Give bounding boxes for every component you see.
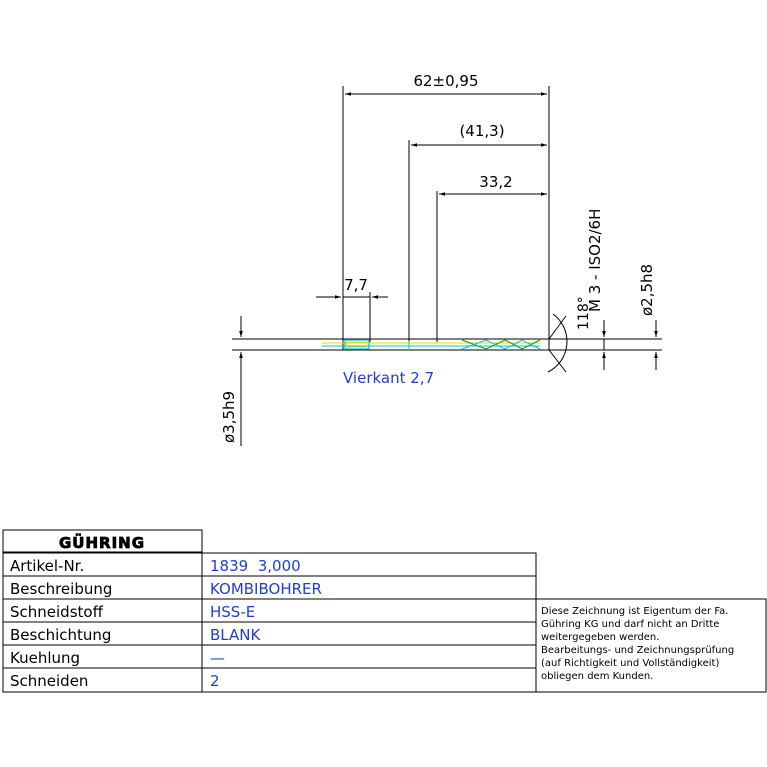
- value-artikel: 1839 3,000: [210, 557, 301, 575]
- dimension-total-label: 62±0,95: [413, 72, 478, 90]
- value-schneidstoff: HSS-E: [210, 603, 255, 621]
- note-line-2: Gühring KG und darf nicht an Dritte: [541, 619, 719, 630]
- label-schneiden: Schneiden: [10, 672, 88, 690]
- vierkant-label: Vierkant 2,7: [343, 369, 434, 387]
- note-line-5: (auf Richtigkeit und Vollständigkeit): [541, 658, 719, 669]
- title-labels: Artikel-Nr. Beschreibung Schneidstoff Be…: [10, 557, 112, 690]
- dimension-332: [436, 191, 547, 342]
- value-beschreibung: KOMBIBOHRER: [210, 580, 322, 598]
- dimension-small-diameter: [602, 320, 658, 370]
- value-beschichtung: BLANK: [210, 626, 261, 644]
- dimension-332-label: 33,2: [479, 173, 512, 191]
- thread-label: M 3 - ISO2/6H: [586, 209, 604, 312]
- label-beschichtung: Beschichtung: [10, 626, 111, 644]
- dimension-total-length: [342, 86, 550, 342]
- title-values: 1839 3,000 KOMBIBOHRER HSS-E BLANK — 2: [210, 557, 322, 690]
- dimension-413-label: (41,3): [459, 122, 504, 140]
- note-line-6: obliegen dem Kunden.: [541, 671, 653, 682]
- label-beschreibung: Beschreibung: [10, 580, 112, 598]
- label-artikel: Artikel-Nr.: [10, 557, 84, 575]
- guehring-logo: GÜHRING: [59, 533, 145, 552]
- drill-body: [232, 313, 662, 373]
- note-line-4: Bearbeitungs- und Zeichnungsprüfung: [541, 645, 734, 656]
- dimension-77-label: 7,7: [344, 276, 368, 294]
- note-line-3: weitergegeben werden.: [541, 632, 659, 643]
- angle-label: 118°: [576, 296, 592, 330]
- value-schneiden: 2: [210, 672, 220, 690]
- value-kuehlung: —: [210, 649, 225, 667]
- dimension-413: [408, 140, 547, 342]
- title-block: [2, 529, 767, 693]
- small-diameter-label: ø2,5h8: [638, 264, 656, 316]
- label-kuehlung: Kuehlung: [10, 649, 80, 667]
- note-line-1: Diese Zeichnung ist Eigentum der Fa.: [541, 606, 728, 617]
- ownership-note: Diese Zeichnung ist Eigentum der Fa. Güh…: [541, 606, 734, 682]
- shank-diameter-label: ø3,5h9: [220, 391, 238, 443]
- dimension-77: [316, 292, 388, 342]
- label-schneidstoff: Schneidstoff: [10, 603, 104, 621]
